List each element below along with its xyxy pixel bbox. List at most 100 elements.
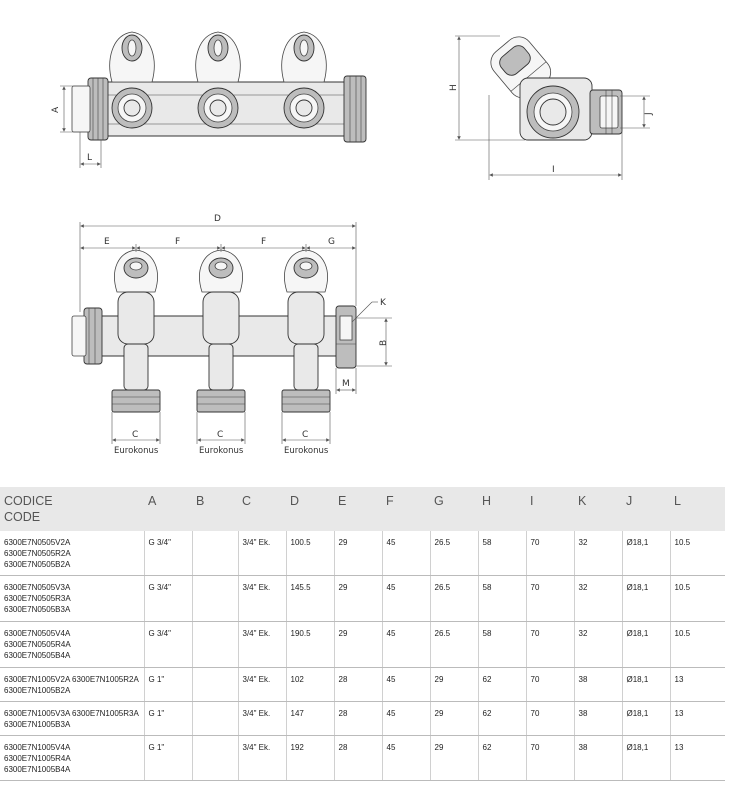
cell-a: G 1"	[144, 735, 193, 781]
table-body: 6300E7N0505V2A 6300E7N0505R2A 6300E7N0505B…	[0, 531, 725, 781]
cell-d: 100.5	[286, 531, 335, 576]
cell-f: 45	[382, 575, 431, 622]
dim-label-G: G	[328, 237, 335, 247]
column-header-k: K	[574, 487, 622, 531]
product-code: 6300E7N0505V2A	[4, 538, 71, 547]
cell-e: 28	[334, 735, 383, 781]
product-code: 6300E7N1005B4A	[4, 765, 71, 774]
column-header-i: I	[526, 487, 574, 531]
column-header-g: G	[430, 487, 478, 531]
table-row: 6300E7N1005V2A 6300E7N1005R2A 6300E7N1005…	[0, 667, 725, 702]
cell-g: 26.5	[430, 621, 479, 668]
cell-d: 102	[286, 667, 335, 702]
cell-j: Ø18,1	[622, 701, 671, 736]
eurokonus-label-2: Eurokonus	[199, 446, 244, 456]
technical-drawings: A L H J	[51, 31, 654, 456]
cell-g: 29	[430, 667, 479, 702]
cell-i: 70	[526, 667, 575, 702]
bottom-valve-3	[281, 249, 331, 413]
product-code: 6300E7N1005R4A	[4, 754, 71, 763]
cell-i: 70	[526, 701, 575, 736]
product-code: 6300E7N1005V3A 6300E7N1005R3A	[4, 709, 139, 718]
cell-c: 3/4" Ek.	[238, 575, 287, 622]
column-header-h: H	[478, 487, 526, 531]
cell-f: 45	[382, 701, 431, 736]
cell-a: G 3/4"	[144, 575, 193, 622]
cell-f: 45	[382, 531, 431, 576]
cell-j: Ø18,1	[622, 621, 671, 668]
product-code: 6300E7N0505B4A	[4, 651, 71, 660]
product-code: 6300E7N1005B3A	[4, 720, 71, 729]
cell-e: 28	[334, 701, 383, 736]
dim-label-F2: F	[261, 237, 266, 247]
column-header-j: J	[622, 487, 670, 531]
product-code: 6300E7N0505B2A	[4, 560, 71, 569]
cell-i: 70	[526, 621, 575, 668]
code-cell: 6300E7N1005V2A 6300E7N1005R2A 6300E7N1005…	[0, 667, 145, 702]
column-header-l: L	[670, 487, 725, 531]
eurokonus-label-1: Eurokonus	[114, 446, 159, 456]
cell-e: 29	[334, 575, 383, 622]
cell-k: 32	[574, 531, 623, 576]
cell-h: 58	[478, 575, 527, 622]
column-header-d: D	[286, 487, 334, 531]
product-code: 6300E7N0505B3A	[4, 605, 71, 614]
cell-a: G 3/4"	[144, 531, 193, 576]
cell-c: 3/4" Ek.	[238, 735, 287, 781]
cell-h: 62	[478, 701, 527, 736]
cell-k: 32	[574, 575, 623, 622]
dim-label-J: J	[644, 112, 654, 116]
side-view: H J I	[449, 35, 654, 180]
product-code: 6300E7N1005V4A	[4, 743, 71, 752]
code-cell: 6300E7N1005V4A 6300E7N1005R4A 6300E7N1005B…	[0, 735, 145, 781]
cell-e: 29	[334, 531, 383, 576]
product-code: 6300E7N0505V4A	[4, 629, 71, 638]
cell-e: 28	[334, 667, 383, 702]
cell-k: 38	[574, 667, 623, 702]
cell-i: 70	[526, 735, 575, 781]
cell-l: 13	[670, 735, 725, 781]
cell-b	[192, 531, 239, 576]
cell-h: 58	[478, 621, 527, 668]
cell-k: 38	[574, 735, 623, 781]
cell-a: G 1"	[144, 701, 193, 736]
column-header-e: E	[334, 487, 382, 531]
cell-g: 29	[430, 735, 479, 781]
table-row: 6300E7N0505V2A 6300E7N0505R2A 6300E7N0505B…	[0, 531, 725, 576]
dim-label-A: A	[51, 106, 61, 113]
cell-c: 3/4" Ek.	[238, 667, 287, 702]
product-code: 6300E7N0505R4A	[4, 640, 71, 649]
code-cell: 6300E7N0505V3A 6300E7N0505R3A 6300E7N0505B…	[0, 575, 145, 622]
cell-b	[192, 575, 239, 622]
cell-l: 10.5	[670, 575, 725, 622]
cell-l: 13	[670, 701, 725, 736]
cell-k: 38	[574, 701, 623, 736]
column-header-b: B	[192, 487, 238, 531]
dim-label-B: B	[379, 340, 389, 346]
cell-f: 45	[382, 735, 431, 781]
cell-h: 58	[478, 531, 527, 576]
cell-g: 26.5	[430, 531, 479, 576]
product-code: 6300E7N0505R2A	[4, 549, 71, 558]
cell-i: 70	[526, 575, 575, 622]
dim-label-D: D	[214, 214, 221, 224]
cell-c: 3/4" Ek.	[238, 701, 287, 736]
product-code: 6300E7N1005B2A	[4, 686, 71, 695]
cell-c: 3/4" Ek.	[238, 531, 287, 576]
cell-b	[192, 621, 239, 668]
cell-k: 32	[574, 621, 623, 668]
cell-i: 70	[526, 531, 575, 576]
dim-label-C1: C	[132, 430, 138, 440]
cell-c: 3/4" Ek.	[238, 621, 287, 668]
cell-j: Ø18,1	[622, 531, 671, 576]
product-code: 6300E7N1005V2A 6300E7N1005R2A	[4, 675, 139, 684]
product-code: 6300E7N0505V3A	[4, 583, 71, 592]
cell-j: Ø18,1	[622, 575, 671, 622]
product-code: 6300E7N0505R3A	[4, 594, 71, 603]
table-row: 6300E7N0505V3A 6300E7N0505R3A 6300E7N0505B…	[0, 575, 725, 622]
bottom-valve-1	[111, 249, 161, 413]
dim-label-H: H	[449, 84, 459, 91]
column-header-c: C	[238, 487, 286, 531]
